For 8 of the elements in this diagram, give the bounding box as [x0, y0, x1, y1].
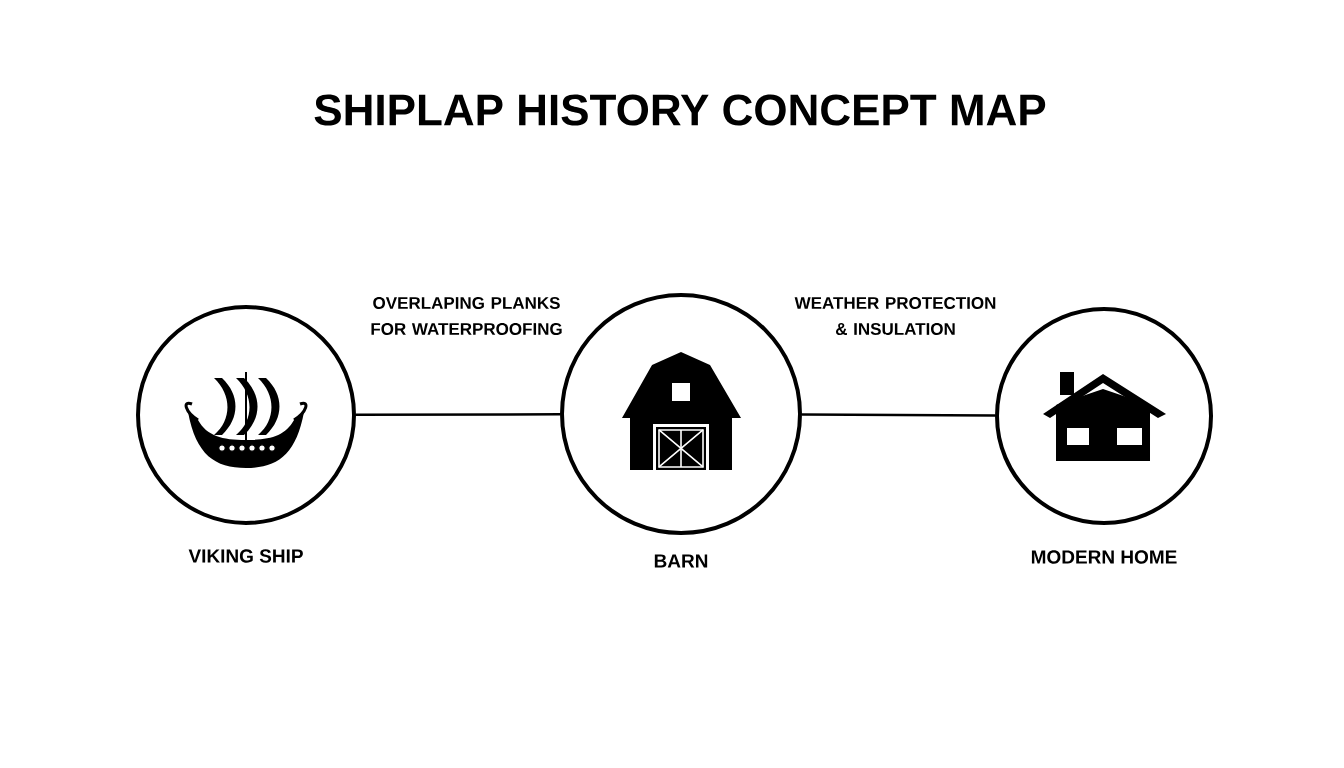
node-label: BARN: [654, 554, 708, 568]
connector-line: [356, 413, 560, 416]
node-label: MODERN HOME: [1031, 550, 1177, 564]
node-label: VIKING SHIP: [188, 549, 303, 563]
edge-label: WEATHER PROTECTION & INSULATION: [794, 296, 996, 335]
edge-label: OVERLAPING PLANKS FOR WATERPROOFING: [371, 296, 562, 335]
connector-line: [802, 413, 995, 417]
title: SHIPLAP HISTORY CONCEPT MAP: [314, 94, 1046, 126]
